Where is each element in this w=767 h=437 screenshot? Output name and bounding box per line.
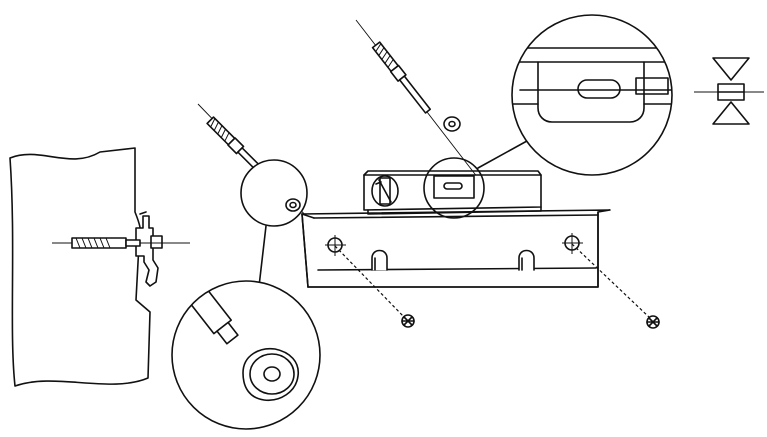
anchor-plug-wall — [52, 237, 190, 249]
bubble-alignment-symbol — [694, 57, 764, 125]
anchor-plug-top — [355, 19, 479, 179]
screw-left — [334, 245, 415, 328]
detail-circle-washer — [171, 280, 321, 430]
screw-right — [571, 243, 660, 329]
mounting-plate — [301, 209, 611, 288]
washer-small — [240, 159, 308, 227]
detail-ring-level — [423, 157, 485, 219]
wall-section — [9, 147, 151, 387]
detail-circle-level-bubble — [511, 14, 673, 176]
spirit-level — [363, 170, 542, 215]
wall-bracket — [135, 211, 163, 287]
